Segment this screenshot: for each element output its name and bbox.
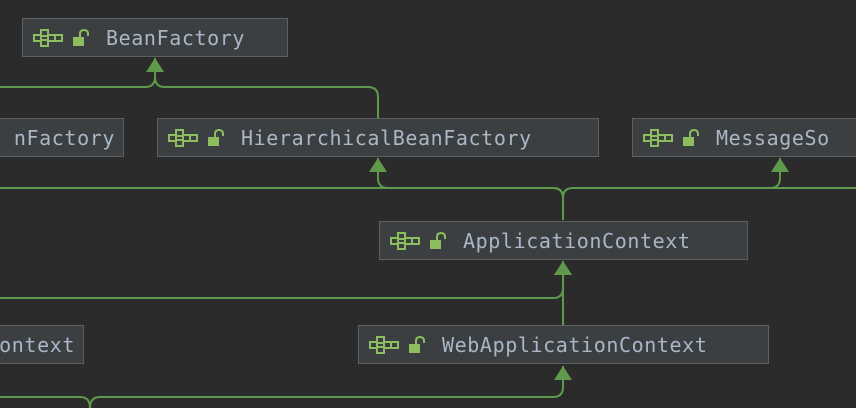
interface-icon — [33, 28, 63, 47]
class-node-configurable-context[interactable]: ontext — [0, 325, 84, 364]
class-node-message-source[interactable]: MessageSo — [632, 118, 856, 157]
unlock-icon — [409, 335, 425, 353]
class-name-label: ontext — [0, 332, 75, 357]
interface-icon — [390, 231, 420, 250]
unlock-icon — [683, 128, 699, 146]
class-node-hierarchical-bean-factory[interactable]: HierarchicalBeanFactory — [157, 118, 599, 157]
class-node-application-context[interactable]: ApplicationContext — [379, 221, 748, 260]
class-name-label: BeanFactory — [106, 25, 246, 50]
class-node-web-application-context[interactable]: WebApplicationContext — [358, 325, 769, 364]
edge-appcontext-to-messagesource — [562, 158, 789, 220]
class-name-label: MessageSo — [716, 125, 830, 150]
class-name-label: ApplicationContext — [463, 228, 691, 253]
edge-appcontext-to-hierarchical — [369, 158, 564, 220]
class-name-label: HierarchicalBeanFactory — [241, 125, 532, 150]
class-node-bean-factory[interactable]: BeanFactory — [22, 18, 288, 57]
edge-appcontext-to-listable — [0, 187, 564, 220]
class-name-label: nFactory — [13, 125, 115, 150]
unlock-icon — [73, 28, 89, 46]
class-node-listable-bean-factory[interactable]: nFactory — [0, 118, 124, 157]
edge-listable-to-beanfactory — [0, 58, 156, 88]
interface-icon — [369, 335, 399, 354]
interface-icon — [168, 128, 198, 147]
edge-hierarchical-to-beanfactory — [146, 58, 379, 118]
interface-icon — [643, 128, 673, 147]
edge-configurable-to-appcontext — [0, 261, 572, 299]
unlock-icon — [208, 128, 224, 146]
class-name-label: WebApplicationContext — [442, 332, 708, 357]
edge-configurable-to-webappcontext — [0, 366, 563, 408]
unlock-icon — [430, 231, 446, 249]
